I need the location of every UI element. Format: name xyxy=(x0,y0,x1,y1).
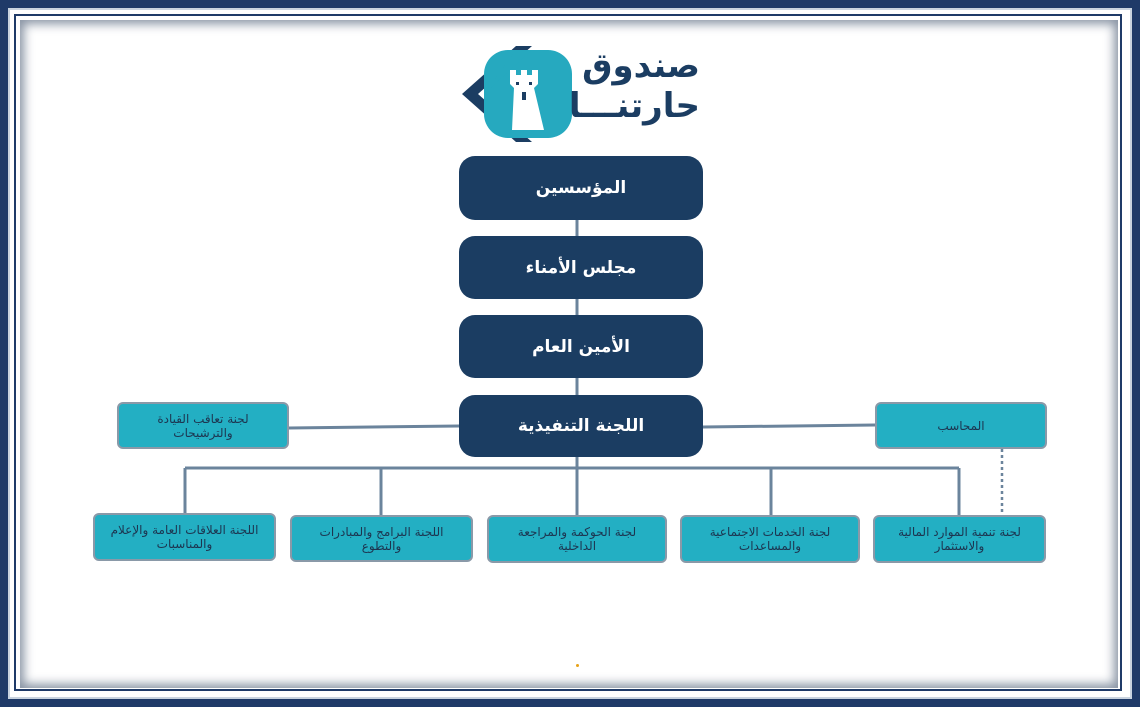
decorative-dot xyxy=(576,664,579,667)
logo-wordmark: صندوق حارتنـــا xyxy=(568,46,700,126)
node-subcommittee-programs: اللجنة البرامج والمبادرات والتطوع xyxy=(290,515,473,562)
node-founders: المؤسسين xyxy=(459,156,703,220)
logo-name-line1: صندوق xyxy=(582,46,700,86)
node-succession-committee: لجنة تعاقب القيادة والترشيحات xyxy=(117,402,289,449)
frame-border xyxy=(14,14,1122,691)
node-subcommittee-governance: لجنة الحوكمة والمراجعة الداخلية xyxy=(487,515,667,563)
logo xyxy=(458,44,698,144)
node-board-of-trustees: مجلس الأمناء xyxy=(459,236,703,299)
node-subcommittee-social-services: لجنة الخدمات الاجتماعية والمساعدات xyxy=(680,515,860,563)
logo-emblem-icon xyxy=(462,46,572,142)
logo-name-line2: حارتنـــا xyxy=(568,86,700,126)
node-accountant: المحاسب xyxy=(875,402,1047,449)
node-secretary-general: الأمين العام xyxy=(459,315,703,378)
node-subcommittee-public-relations: اللجنة العلاقات العامة والإعلام والمناسب… xyxy=(93,513,276,561)
node-subcommittee-finance: لجنة تنمية الموارد المالية والاستثمار xyxy=(873,515,1046,563)
node-executive-committee: اللجنة التنفيذية xyxy=(459,395,703,457)
